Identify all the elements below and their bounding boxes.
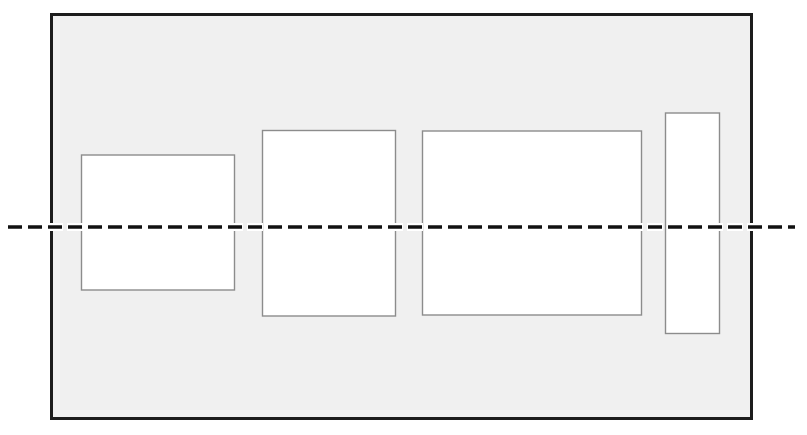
inner-box-1 — [80, 154, 236, 291]
